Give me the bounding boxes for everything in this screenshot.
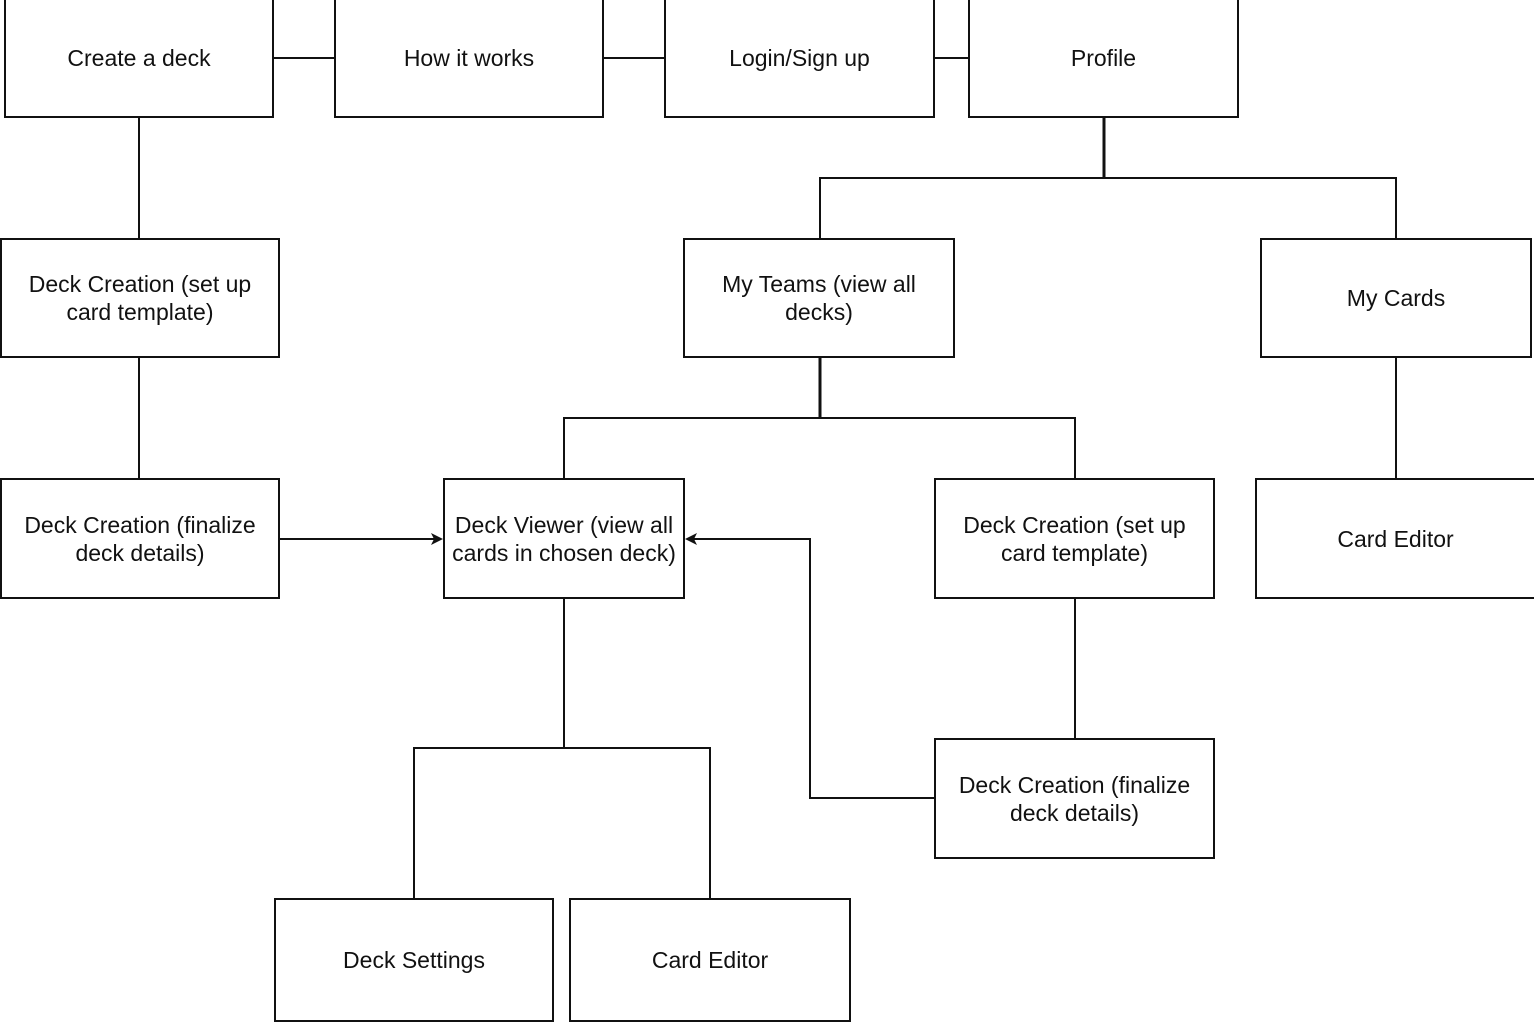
deck-creation-finalize-label: Deck Creation (finalize deck details) [24, 511, 256, 566]
my-teams-label: My Teams (view all decks) [722, 271, 916, 325]
card-editor-label-bottom: Card Editor [651, 947, 769, 973]
connector-myteams-bus [563, 417, 1076, 478]
login-signup-label: Login/Sign up [729, 45, 870, 71]
create-deck-label: Create a deck [67, 45, 211, 71]
deck-creation-finalize-node-right: Deck Creation (finalize deck details) [934, 738, 1215, 859]
deck-settings-label: Deck Settings [343, 947, 485, 973]
deck-creation-finalize-node: Deck Creation (finalize deck details) [0, 478, 280, 599]
card-editor-node-right: Card Editor [1255, 478, 1534, 599]
connector-profile-bus [819, 177, 1397, 238]
profile-label: Profile [1070, 45, 1137, 71]
deck-creation-finalize-label-right: Deck Creation (finalize deck details) [958, 771, 1191, 826]
deck-viewer-node: Deck Viewer (view all cards in chosen de… [443, 478, 685, 599]
login-signup-node: Login/Sign up [664, 0, 935, 118]
card-editor-node-bottom: Card Editor [569, 898, 851, 1022]
how-it-works-node: How it works [334, 0, 604, 118]
my-teams-node: My Teams (view all decks) [683, 238, 955, 358]
connector-viewer-bus [413, 747, 711, 898]
my-cards-node: My Cards [1260, 238, 1532, 358]
deck-creation-setup-label-right: Deck Creation (set up card template) [963, 511, 1186, 566]
deck-creation-setup-node: Deck Creation (set up card template) [0, 238, 280, 358]
deck-viewer-label: Deck Viewer (view all cards in chosen de… [452, 511, 676, 566]
card-editor-label-right: Card Editor [1337, 525, 1454, 552]
arrow-finalize-right-to-viewer [685, 533, 934, 799]
how-it-works-label: How it works [403, 45, 535, 71]
create-deck-node: Create a deck [4, 0, 274, 118]
deck-settings-node: Deck Settings [274, 898, 554, 1022]
profile-node: Profile [968, 0, 1239, 118]
deck-creation-setup-node-right: Deck Creation (set up card template) [934, 478, 1215, 599]
deck-creation-setup-label: Deck Creation (set up card template) [28, 271, 252, 325]
my-cards-label: My Cards [1346, 285, 1446, 311]
